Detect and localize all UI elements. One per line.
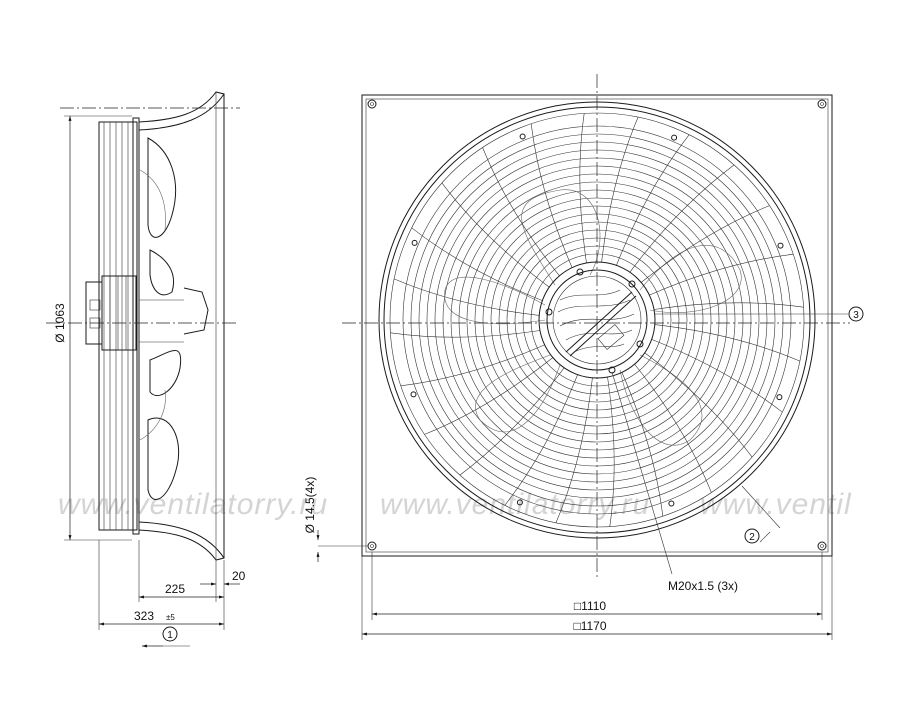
- hub-bolt-5: [628, 280, 636, 288]
- callout-2-circle: [744, 528, 760, 544]
- side-blade-4: [147, 417, 180, 500]
- guard-spoke: [504, 374, 578, 506]
- front-blade-5: [444, 276, 546, 325]
- guard-spoke: [441, 182, 550, 288]
- hub-bolt-1: [576, 268, 584, 276]
- callout-3-label: 3: [853, 310, 859, 321]
- mount-hole-top-right: [817, 99, 827, 109]
- side-nozzle-top: [138, 91, 225, 131]
- side-view: Ø 1063 225 20 323 ±5 1: [46, 91, 246, 648]
- watermark-layer: www.ventilatorry.ru www.ventilatorry.ru …: [58, 488, 852, 521]
- side-motor-cap: [85, 281, 103, 345]
- callout-1-circle: [162, 626, 178, 642]
- guard-grill-spokes: [390, 113, 804, 527]
- watermark-text-3: www.ventil: [700, 488, 852, 521]
- label-20: 20: [232, 569, 246, 583]
- hub-bolt-2: [545, 308, 553, 316]
- guard-spoke: [400, 344, 545, 387]
- guard-spoke: [649, 253, 794, 296]
- label-1170: □1170: [573, 619, 606, 633]
- callout-2-label: 2: [749, 532, 755, 543]
- guard-spoke: [424, 357, 553, 435]
- guard-spoke: [601, 116, 639, 263]
- guard-clip: [411, 239, 418, 246]
- front-blade-1: [521, 189, 601, 286]
- hub-motor-detail: [557, 289, 637, 357]
- guard-spoke: [634, 364, 712, 493]
- thread-leader-line: [611, 371, 673, 575]
- guard-spoke: [390, 330, 541, 338]
- guard-clip: [671, 134, 678, 141]
- guard-clip: [777, 242, 784, 249]
- guard-spoke: [616, 134, 690, 266]
- guard-spoke: [621, 372, 664, 517]
- mount-hole-top-left: [367, 99, 377, 109]
- callout-3-circle: [848, 306, 864, 322]
- watermark-text-2: www.ventilatorry.ru: [380, 488, 650, 521]
- guard-spoke: [607, 376, 615, 527]
- label-thread: M20x1.5 (3x): [668, 579, 738, 593]
- guard-spoke: [482, 147, 560, 276]
- front-mount-plate: [361, 94, 833, 557]
- side-nozzle-bottom: [138, 521, 225, 561]
- hub-bolt-3: [636, 340, 644, 348]
- side-motor-shaft: [183, 287, 209, 335]
- guard-spoke: [579, 113, 587, 264]
- label-323: 323: [134, 609, 154, 623]
- guard-spoke: [629, 164, 735, 273]
- guard-spoke: [555, 377, 593, 524]
- guard-clip: [410, 391, 417, 398]
- guard-clip: [516, 499, 523, 506]
- side-blade-3: [149, 350, 182, 397]
- label-1110: □1110: [574, 599, 606, 613]
- side-blade-2: [149, 249, 174, 296]
- front-blades: [444, 189, 742, 446]
- callout-1-label: 1: [167, 630, 173, 641]
- side-blade-1: [147, 137, 176, 238]
- guard-spoke: [641, 205, 770, 283]
- mount-hole-bottom-left: [367, 541, 377, 551]
- front-blade-4: [475, 354, 561, 433]
- guard-spoke: [654, 324, 801, 362]
- front-blade-2: [639, 245, 742, 313]
- front-view: 3 2 M20x1.5 (3x) Ø 14.5(4x) □1110 □1170: [303, 74, 864, 640]
- guard-spoke: [411, 227, 543, 301]
- guard-spoke: [393, 278, 540, 316]
- label-fan-diameter: Ø 1063: [53, 303, 67, 343]
- guard-spoke: [651, 339, 783, 413]
- label-225: 225: [165, 582, 185, 596]
- side-motor-body: [101, 275, 137, 351]
- guard-spoke: [530, 123, 573, 268]
- guard-clip: [519, 133, 526, 140]
- guard-spoke: [459, 367, 565, 476]
- side-fan-body: [98, 121, 138, 531]
- side-mount-plate: [132, 117, 140, 535]
- guard-clip: [776, 394, 783, 401]
- guard-clip: [668, 500, 675, 507]
- label-323-tolerance: ±5: [166, 613, 175, 622]
- watermark-text-1: www.ventilatorry.ru: [58, 488, 328, 521]
- mount-hole-bottom-right: [817, 541, 827, 551]
- label-hole-diameter: Ø 14.5(4x): [303, 477, 317, 534]
- guard-spoke: [644, 352, 753, 458]
- guard-spoke: [653, 302, 804, 310]
